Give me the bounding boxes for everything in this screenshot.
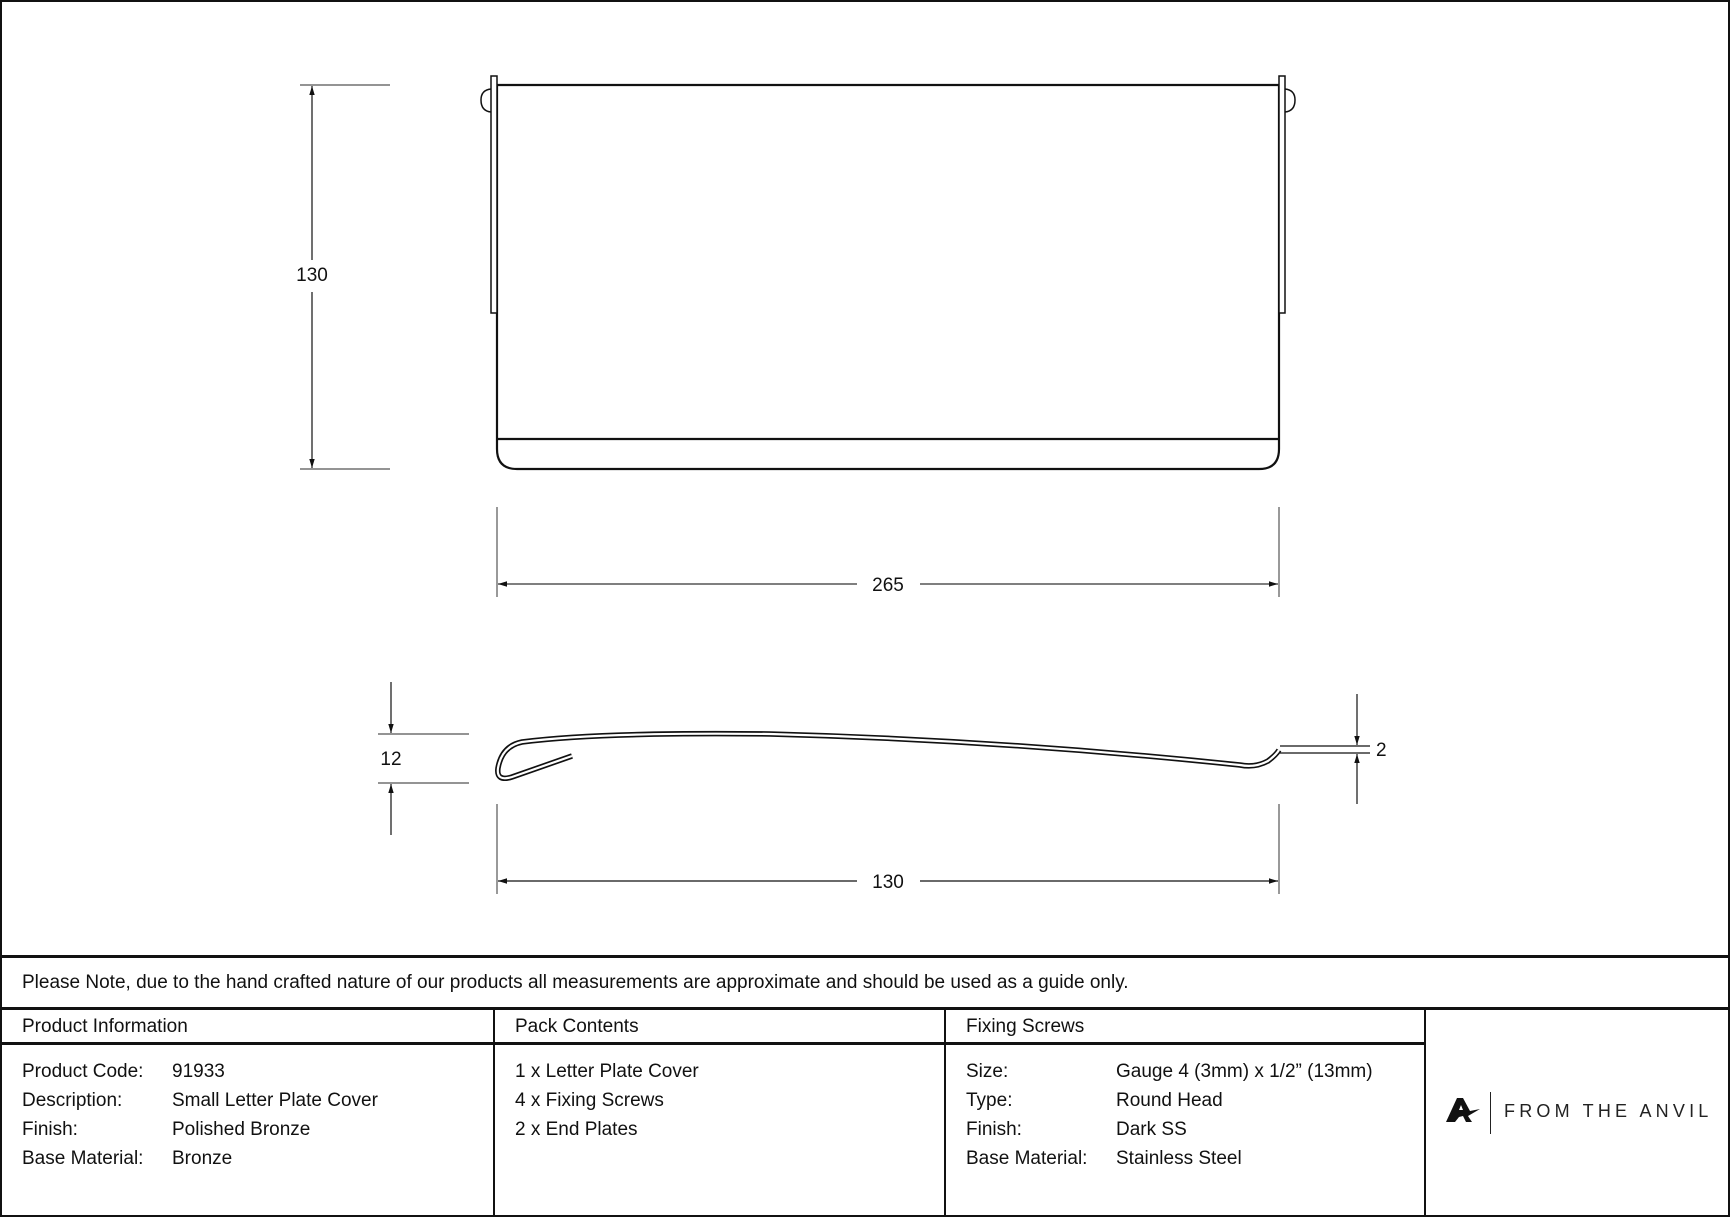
width-dimension-label: 265 bbox=[872, 575, 904, 596]
front-view bbox=[480, 75, 1296, 471]
brand-name: FROM THE ANVIL bbox=[1504, 1101, 1713, 1121]
screw-info-row: Base Material: Stainless Steel bbox=[946, 1144, 1424, 1173]
product-information-column: Product Information Product Code: 91933 … bbox=[0, 1010, 493, 1217]
side-profile bbox=[495, 730, 1282, 782]
row-value: Dark SS bbox=[1116, 1119, 1187, 1140]
product-info-row: Product Code: 91933 bbox=[0, 1057, 493, 1086]
product-info-row: Finish: Polished Bronze bbox=[0, 1115, 493, 1144]
right-end-plate bbox=[1278, 75, 1286, 314]
anvil-a-mark-icon bbox=[1446, 1098, 1480, 1122]
width-dimension: 265 bbox=[496, 507, 1280, 597]
depth-dimension: 130 bbox=[496, 804, 1280, 894]
product-information-heading: Product Information bbox=[0, 1010, 493, 1045]
disclaimer-row: Please Note, due to the hand crafted nat… bbox=[0, 955, 1730, 1008]
row-label: Base Material: bbox=[966, 1148, 1088, 1169]
row-label: Type: bbox=[966, 1090, 1013, 1111]
plate-outline bbox=[495, 83, 1281, 471]
left-end-plate bbox=[490, 75, 498, 314]
product-info-row: Description: Small Letter Plate Cover bbox=[0, 1086, 493, 1115]
row-value: Stainless Steel bbox=[1116, 1148, 1242, 1169]
left-screw-head bbox=[480, 88, 492, 113]
disclaimer-text: Please Note, due to the hand crafted nat… bbox=[22, 972, 1129, 993]
thickness-dimension: 12 bbox=[378, 682, 469, 835]
height-dimension-label: 130 bbox=[296, 265, 328, 286]
pack-item: 4 x Fixing Screws bbox=[515, 1090, 664, 1111]
fixing-screws-heading: Fixing Screws bbox=[946, 1010, 1424, 1045]
screw-info-row: Size: Gauge 4 (3mm) x 1/2” (13mm) bbox=[946, 1057, 1424, 1086]
row-label: Description: bbox=[22, 1090, 123, 1111]
pack-item: 2 x End Plates bbox=[515, 1119, 638, 1140]
lip-dimension-label: 2 bbox=[1376, 740, 1387, 761]
pack-contents-column: Pack Contents 1 x Letter Plate Cover 4 x… bbox=[493, 1010, 944, 1217]
logo-divider bbox=[1490, 1092, 1491, 1134]
screw-info-row: Finish: Dark SS bbox=[946, 1115, 1424, 1144]
technical-drawing: 130 265 12 2 130 bbox=[296, 75, 1387, 894]
row-value: 91933 bbox=[172, 1061, 225, 1082]
row-value: Round Head bbox=[1116, 1090, 1223, 1111]
thickness-dimension-label: 12 bbox=[380, 749, 401, 770]
row-label: Finish: bbox=[22, 1119, 78, 1140]
row-label: Product Code: bbox=[22, 1061, 144, 1082]
pack-contents-heading: Pack Contents bbox=[495, 1010, 944, 1045]
screw-info-row: Type: Round Head bbox=[946, 1086, 1424, 1115]
row-value: Gauge 4 (3mm) x 1/2” (13mm) bbox=[1116, 1061, 1373, 1082]
product-info-row: Base Material: Bronze bbox=[0, 1144, 493, 1173]
height-dimension: 130 bbox=[296, 84, 390, 470]
profile-outer bbox=[495, 730, 1282, 782]
row-value: Polished Bronze bbox=[172, 1119, 311, 1140]
row-label: Size: bbox=[966, 1061, 1009, 1082]
brand-logo: FROM THE ANVIL bbox=[1446, 1010, 1726, 1217]
lip-dimension: 2 bbox=[1280, 694, 1387, 804]
row-label: Base Material: bbox=[22, 1148, 144, 1169]
brand-column: FROM THE ANVIL bbox=[1424, 1010, 1730, 1217]
pack-item: 1 x Letter Plate Cover bbox=[515, 1061, 699, 1082]
row-label: Finish: bbox=[966, 1119, 1022, 1140]
info-table: Product Information Product Code: 91933 … bbox=[0, 1007, 1730, 1217]
row-value: Bronze bbox=[172, 1148, 233, 1169]
fixing-screws-column: Fixing Screws Size: Gauge 4 (3mm) x 1/2”… bbox=[944, 1010, 1424, 1217]
row-value: Small Letter Plate Cover bbox=[172, 1090, 378, 1111]
right-screw-head bbox=[1284, 88, 1296, 113]
depth-dimension-label: 130 bbox=[872, 872, 904, 893]
